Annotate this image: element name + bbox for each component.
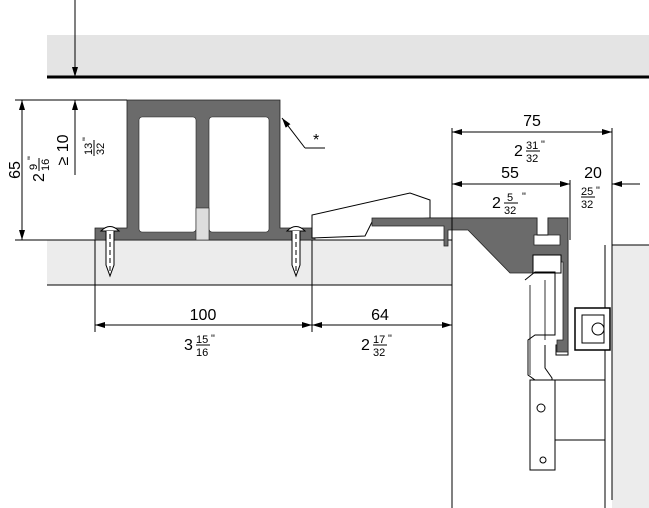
dim-65-mm: 65 [7,161,24,179]
dim-20-in-num: 25 [581,186,593,198]
dim-100-in-num: 15 [196,334,208,346]
dim-20-mm: 20 [584,165,602,182]
dim-64-in-whole: 2 [361,337,370,354]
dim-65-in-den: 16 [40,159,52,171]
dim-55-in-den: 32 [504,205,516,217]
dim-64-in-den: 32 [373,347,385,359]
inch-mark: " [81,137,93,141]
dim-65-in-num: 9 [28,164,40,170]
dim-20-in-den: 32 [581,199,593,211]
inch-mark: " [211,333,215,345]
dim-64-mm: 64 [371,307,389,324]
dim-75-in-num: 31 [526,140,538,152]
screw-left [99,226,121,278]
inch-mark: " [26,156,38,160]
dim-75-mm: 75 [523,113,541,130]
ceiling-panel [47,35,649,77]
dim-gap-in-num: 13 [83,143,95,155]
dim-65-in-whole: 2 [31,173,48,182]
inch-mark: " [596,185,600,197]
inch-mark: " [541,139,545,151]
asterisk-note: * [313,132,319,149]
dim-75-in-whole: 2 [514,143,523,160]
dim-100-in-den: 16 [196,347,208,359]
aluminium-profile [94,99,316,241]
hinge-arm [311,192,611,471]
dim-55-mm: 55 [501,165,519,182]
dim-64-in-num: 17 [373,334,385,346]
dim-55-in-num: 5 [507,192,513,204]
door-panel [612,245,649,508]
dim-gap-mm: ≥ 10 [55,134,72,165]
screw-right [285,226,307,278]
dim-55-in-whole: 2 [492,195,501,212]
dim-100-in-whole: 3 [184,337,193,354]
dim-100-mm: 100 [190,307,217,324]
inch-mark: " [522,191,526,203]
dim-gap-in-den: 32 [95,143,107,155]
inch-mark: " [388,333,392,345]
dim-75-in-den: 32 [526,153,538,165]
